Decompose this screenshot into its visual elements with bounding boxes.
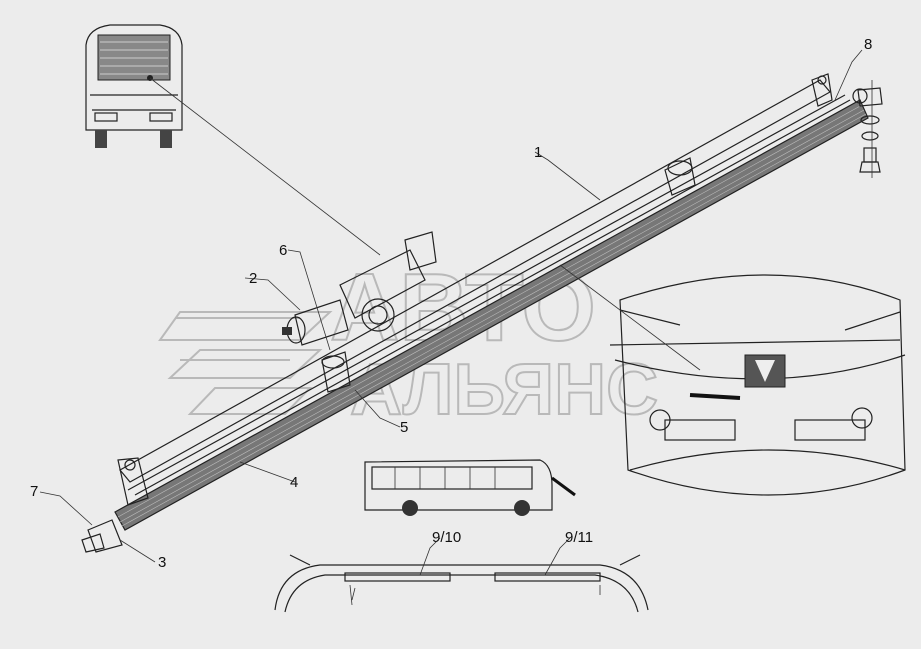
roller-blind-assembly — [81, 73, 869, 553]
callout-8: 8 — [864, 36, 872, 53]
callout-5: 5 — [400, 419, 408, 436]
bus-front-view — [85, 24, 183, 148]
leader-roof-view — [559, 264, 701, 371]
callout-9-11: 9/11 — [565, 529, 593, 546]
bottom-section-view — [274, 554, 649, 613]
callout-4: 4 — [290, 474, 298, 491]
bus-side-view — [364, 459, 576, 516]
callout-6: 6 — [279, 242, 287, 259]
fastener-stack — [857, 80, 883, 178]
callout-2: 2 — [249, 270, 257, 287]
callout-9-10: 9/10 — [432, 529, 461, 546]
callout-1: 1 — [534, 144, 542, 161]
callout-labels: 1 2 3 4 5 6 7 8 9/10 9/11 — [30, 36, 872, 571]
watermark: АВТО АЛЬЯНС — [158, 253, 659, 431]
roof-interior-view — [609, 274, 906, 496]
leader-front-view — [149, 77, 381, 256]
watermark-logo — [158, 311, 333, 415]
callout-3: 3 — [158, 554, 166, 571]
leader-lines — [39, 49, 863, 576]
callout-7: 7 — [30, 483, 38, 500]
